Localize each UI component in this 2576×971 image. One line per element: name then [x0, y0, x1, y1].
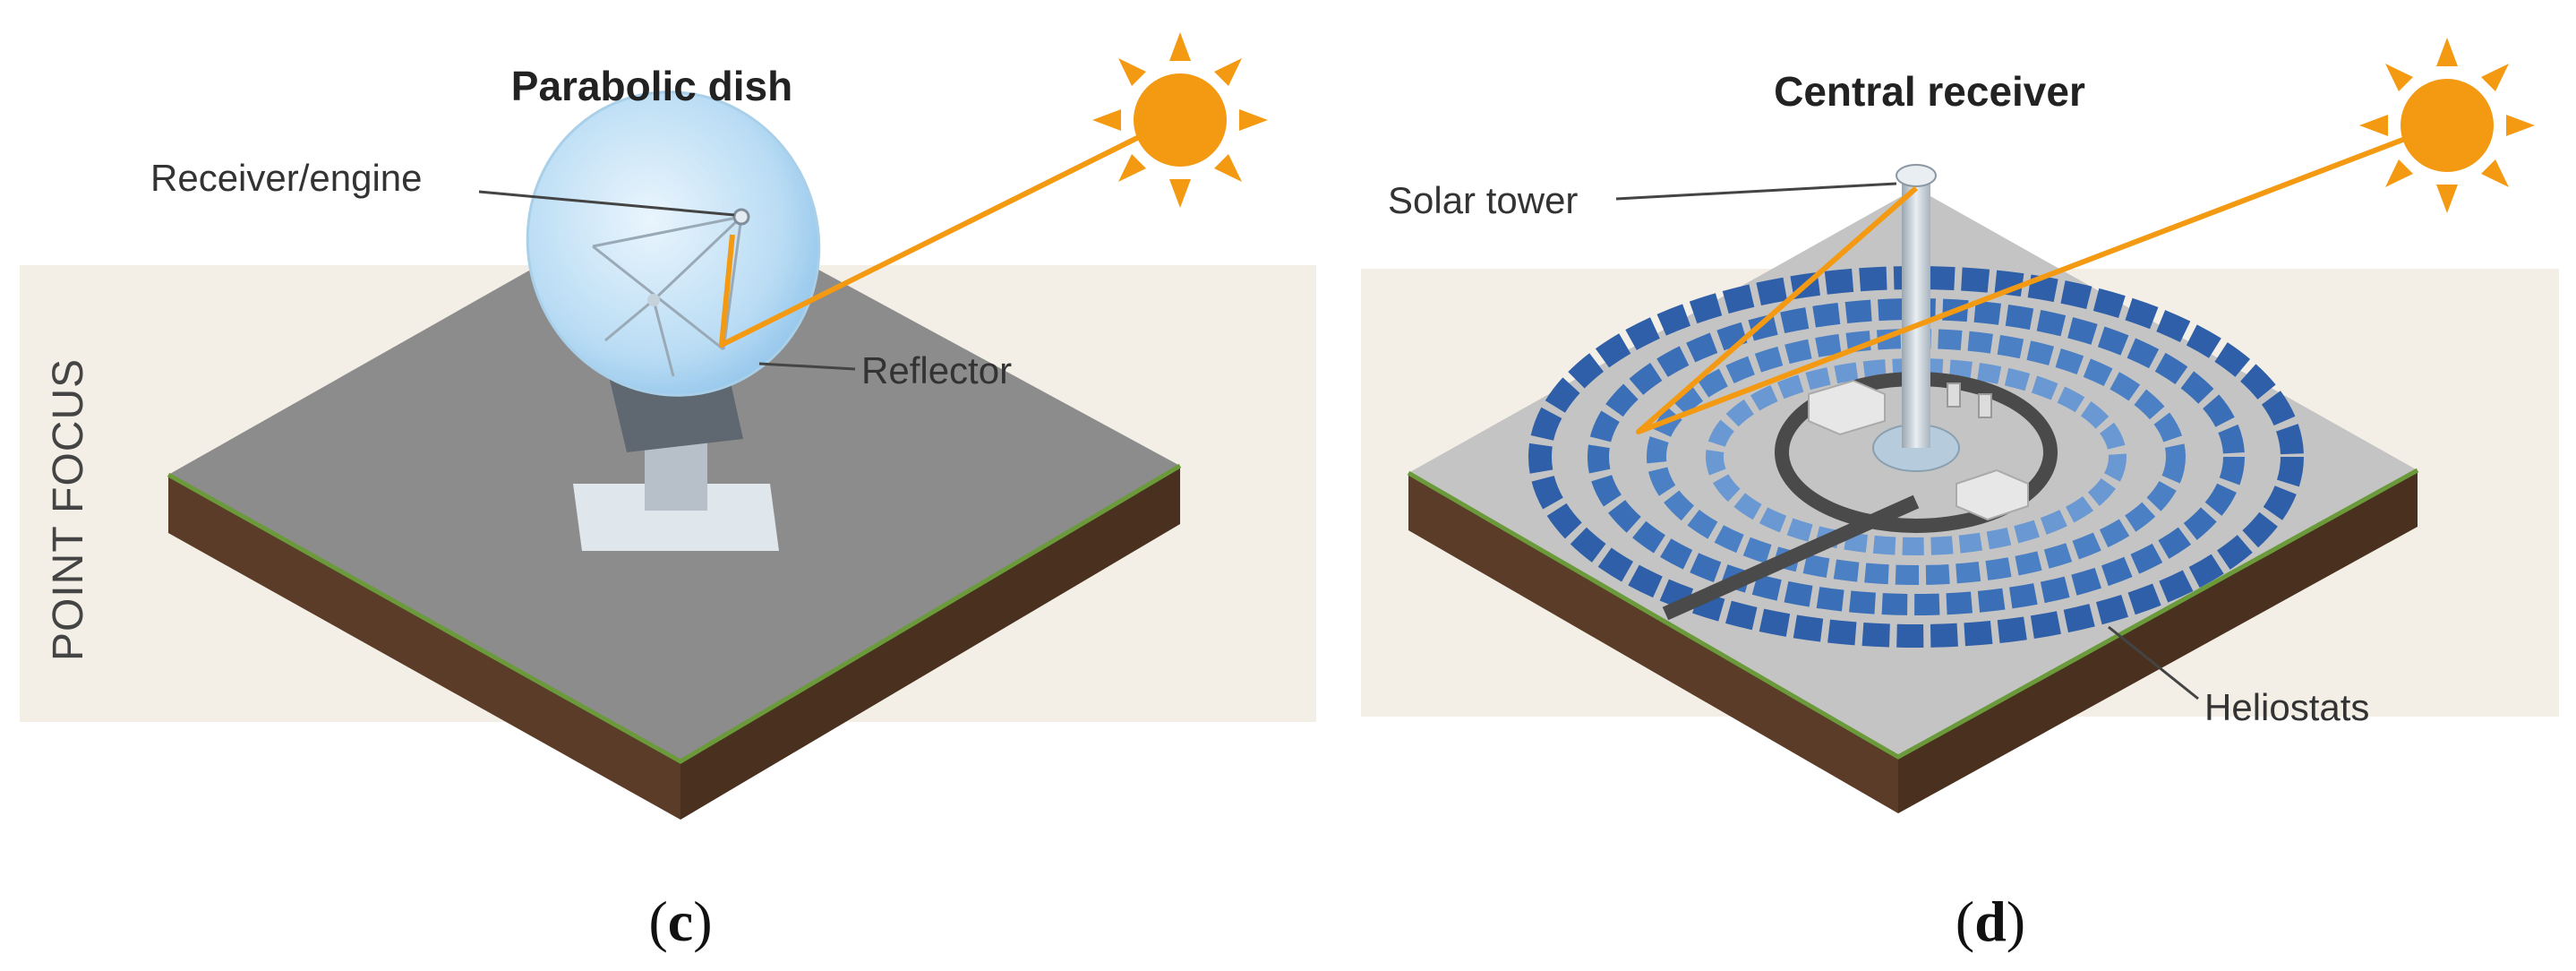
right-grass-edge	[1407, 468, 2419, 760]
central-receiver-title: Central receiver	[1774, 68, 2085, 115]
building-left	[1808, 379, 1886, 436]
left-ground-soil-right	[680, 466, 1180, 820]
caption-d: (d)	[1956, 889, 2025, 953]
caption-c: (c)	[648, 889, 712, 953]
receiver-callout-line	[478, 190, 735, 217]
dish-hub	[647, 294, 660, 306]
solar-tower-label: Solar tower	[1388, 179, 1578, 221]
left-grass-edge	[167, 463, 1182, 764]
right-ground-soil-front	[1408, 473, 1898, 813]
heliostat-ring-inner	[1706, 358, 2127, 555]
left-ground-soil-front	[168, 475, 680, 820]
tank-1	[1947, 382, 1961, 408]
parabolic-dish-reflector	[526, 90, 821, 397]
right-panel: Central receiver Solar tower Heliostats …	[1361, 38, 2559, 953]
reflector-label: Reflector	[861, 349, 1012, 391]
right-sun-icon	[2359, 38, 2535, 213]
tower-callout-line	[1615, 182, 1897, 201]
tower-receiver-top	[1896, 164, 1937, 187]
parabolic-dish-title: Parabolic dish	[511, 63, 792, 109]
right-sun-ray	[1636, 133, 2414, 434]
dish-base-pad	[573, 484, 779, 551]
building-right	[1956, 468, 2029, 521]
receiver-engine-label: Receiver/engine	[150, 157, 423, 199]
dish-struts	[592, 215, 743, 377]
access-road	[1662, 494, 1920, 621]
point-focus-label: POINT FOCUS	[45, 358, 92, 661]
right-ground-soil-right	[1898, 470, 2418, 813]
solar-tower	[1902, 179, 1930, 448]
receiver-engine-unit	[732, 208, 750, 226]
heliostats-callout-line	[2108, 625, 2199, 700]
left-sun-icon	[1092, 32, 1268, 208]
left-panel: POINT FOCUS	[20, 32, 1316, 953]
left-sun-ray	[719, 133, 1143, 348]
tank-2	[1978, 393, 1992, 418]
reflector-callout-line	[758, 362, 856, 371]
heliostats-label: Heliostats	[2204, 686, 2369, 728]
